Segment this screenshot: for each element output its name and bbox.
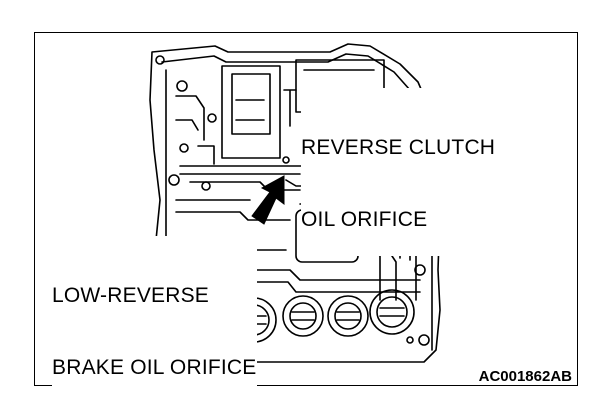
low-reverse-arrow [251, 175, 285, 225]
valve-body-outline [149, 43, 441, 363]
piston-cup-3 [327, 295, 369, 337]
piston-cup-4 [369, 289, 415, 335]
piston-cup-2 [282, 295, 324, 337]
low-reverse-brake-oil-orifice-label: LOW-REVERSE BRAKE OIL ORIFICE [52, 236, 257, 404]
figure-code: AC001862AB [478, 368, 572, 385]
reverse-clutch-oil-orifice-label: REVERSE CLUTCH OIL ORIFICE [301, 88, 496, 256]
